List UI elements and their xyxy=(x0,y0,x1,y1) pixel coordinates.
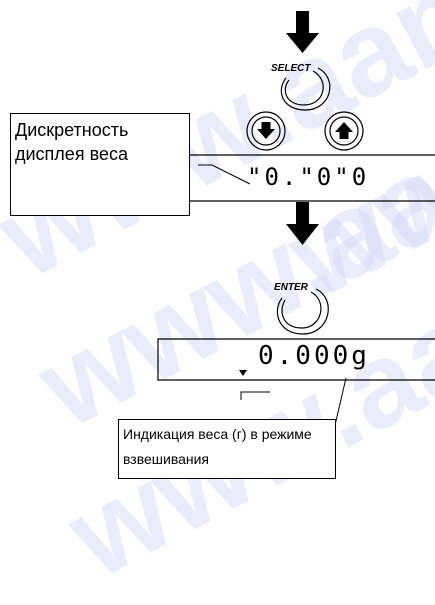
select-button-label[interactable]: SELECT xyxy=(271,63,311,74)
resolution-display-value: "0."0"0 xyxy=(247,163,370,191)
down-key[interactable] xyxy=(246,111,286,151)
flow-arrow-top xyxy=(286,11,319,53)
stable-indicator-icon xyxy=(239,370,247,376)
indicator-bracket xyxy=(240,391,270,400)
weight-label: Индикация веса (г) в режиме взвешивания xyxy=(118,419,336,479)
weight-display-frame xyxy=(157,338,435,381)
resolution-display-frame xyxy=(190,154,435,202)
select-button[interactable] xyxy=(280,67,331,111)
diagram-graphics xyxy=(157,11,435,439)
resolution-leader-line xyxy=(198,164,251,185)
up-key[interactable] xyxy=(324,111,364,151)
resolution-label: Дискретность дисплея веса xyxy=(10,113,190,216)
weight-display-value: 0.000g xyxy=(258,341,370,371)
weight-label-text: Индикация веса (г) в режиме взвешивания xyxy=(123,426,312,467)
enter-button-label[interactable]: ENTER xyxy=(274,282,308,293)
arrow-up-icon xyxy=(335,122,353,139)
arrow-down-icon xyxy=(257,122,275,139)
resolution-label-text: Дискретность дисплея веса xyxy=(15,120,129,164)
flow-arrow-middle xyxy=(286,202,319,245)
enter-button[interactable] xyxy=(276,288,329,335)
